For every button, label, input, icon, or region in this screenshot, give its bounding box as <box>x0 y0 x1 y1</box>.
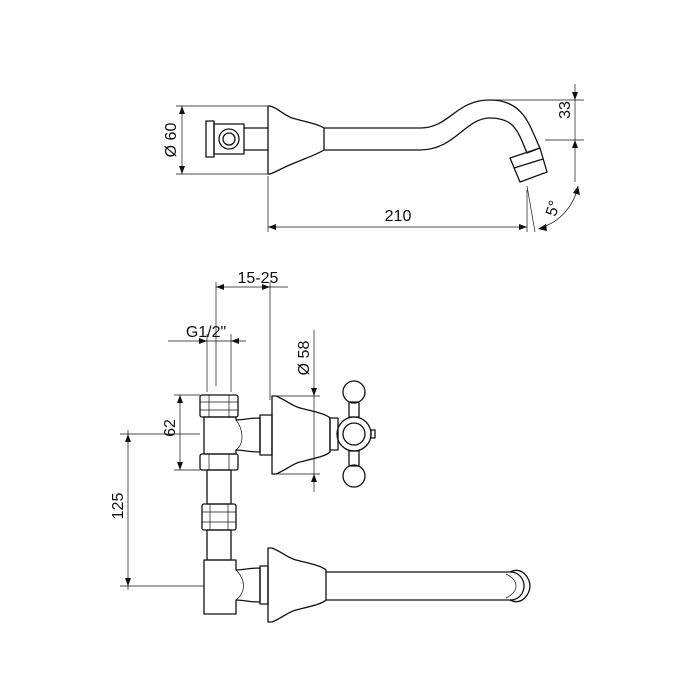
dim-wall-range: 15-25 <box>215 270 288 400</box>
top-spout <box>323 99 541 154</box>
lower-nut <box>199 453 239 471</box>
dim-spout-height: 33 <box>490 84 584 182</box>
dim-spout-length-label: 210 <box>385 208 412 225</box>
pipe-segment-lower <box>206 529 232 561</box>
dim-outlet-drop: 125 <box>110 430 204 590</box>
valve-body <box>203 416 261 455</box>
top-view-faucet <box>205 99 548 183</box>
middle-nut <box>201 503 237 531</box>
top-aerator <box>509 147 548 183</box>
front-view-faucet <box>199 380 531 623</box>
lower-tee <box>203 559 261 615</box>
valve-escutcheon <box>271 395 331 475</box>
top-wall-connector <box>205 120 269 158</box>
dim-body-height-label: 62 <box>162 419 179 437</box>
outlet-escutcheon <box>267 547 327 623</box>
upper-nut <box>199 394 239 418</box>
dim-top-diameter: Ø 60 <box>163 105 268 175</box>
dim-top-diameter-label: Ø 60 <box>163 123 180 158</box>
dim-spout-height-label: 33 <box>557 101 574 119</box>
outlet-spout <box>325 571 525 601</box>
dim-wall-range-label: 15-25 <box>238 270 279 287</box>
pipe-segment-upper <box>206 469 232 505</box>
top-escutcheon <box>267 105 325 175</box>
cross-handle[interactable] <box>329 380 376 488</box>
dim-spout-angle-label: 5° <box>543 199 564 219</box>
dim-handle-diameter: Ø 58 <box>276 330 320 492</box>
dim-outlet-drop-label: 125 <box>110 493 127 520</box>
dim-body-height: 62 <box>162 394 200 471</box>
dim-spout-length: 210 <box>267 176 528 232</box>
dim-thread-label: G1/2" <box>186 324 226 341</box>
dim-spout-angle: 5° <box>526 185 580 233</box>
dim-handle-diameter-label: Ø 58 <box>296 341 313 376</box>
dim-thread: G1/2" <box>168 324 246 392</box>
